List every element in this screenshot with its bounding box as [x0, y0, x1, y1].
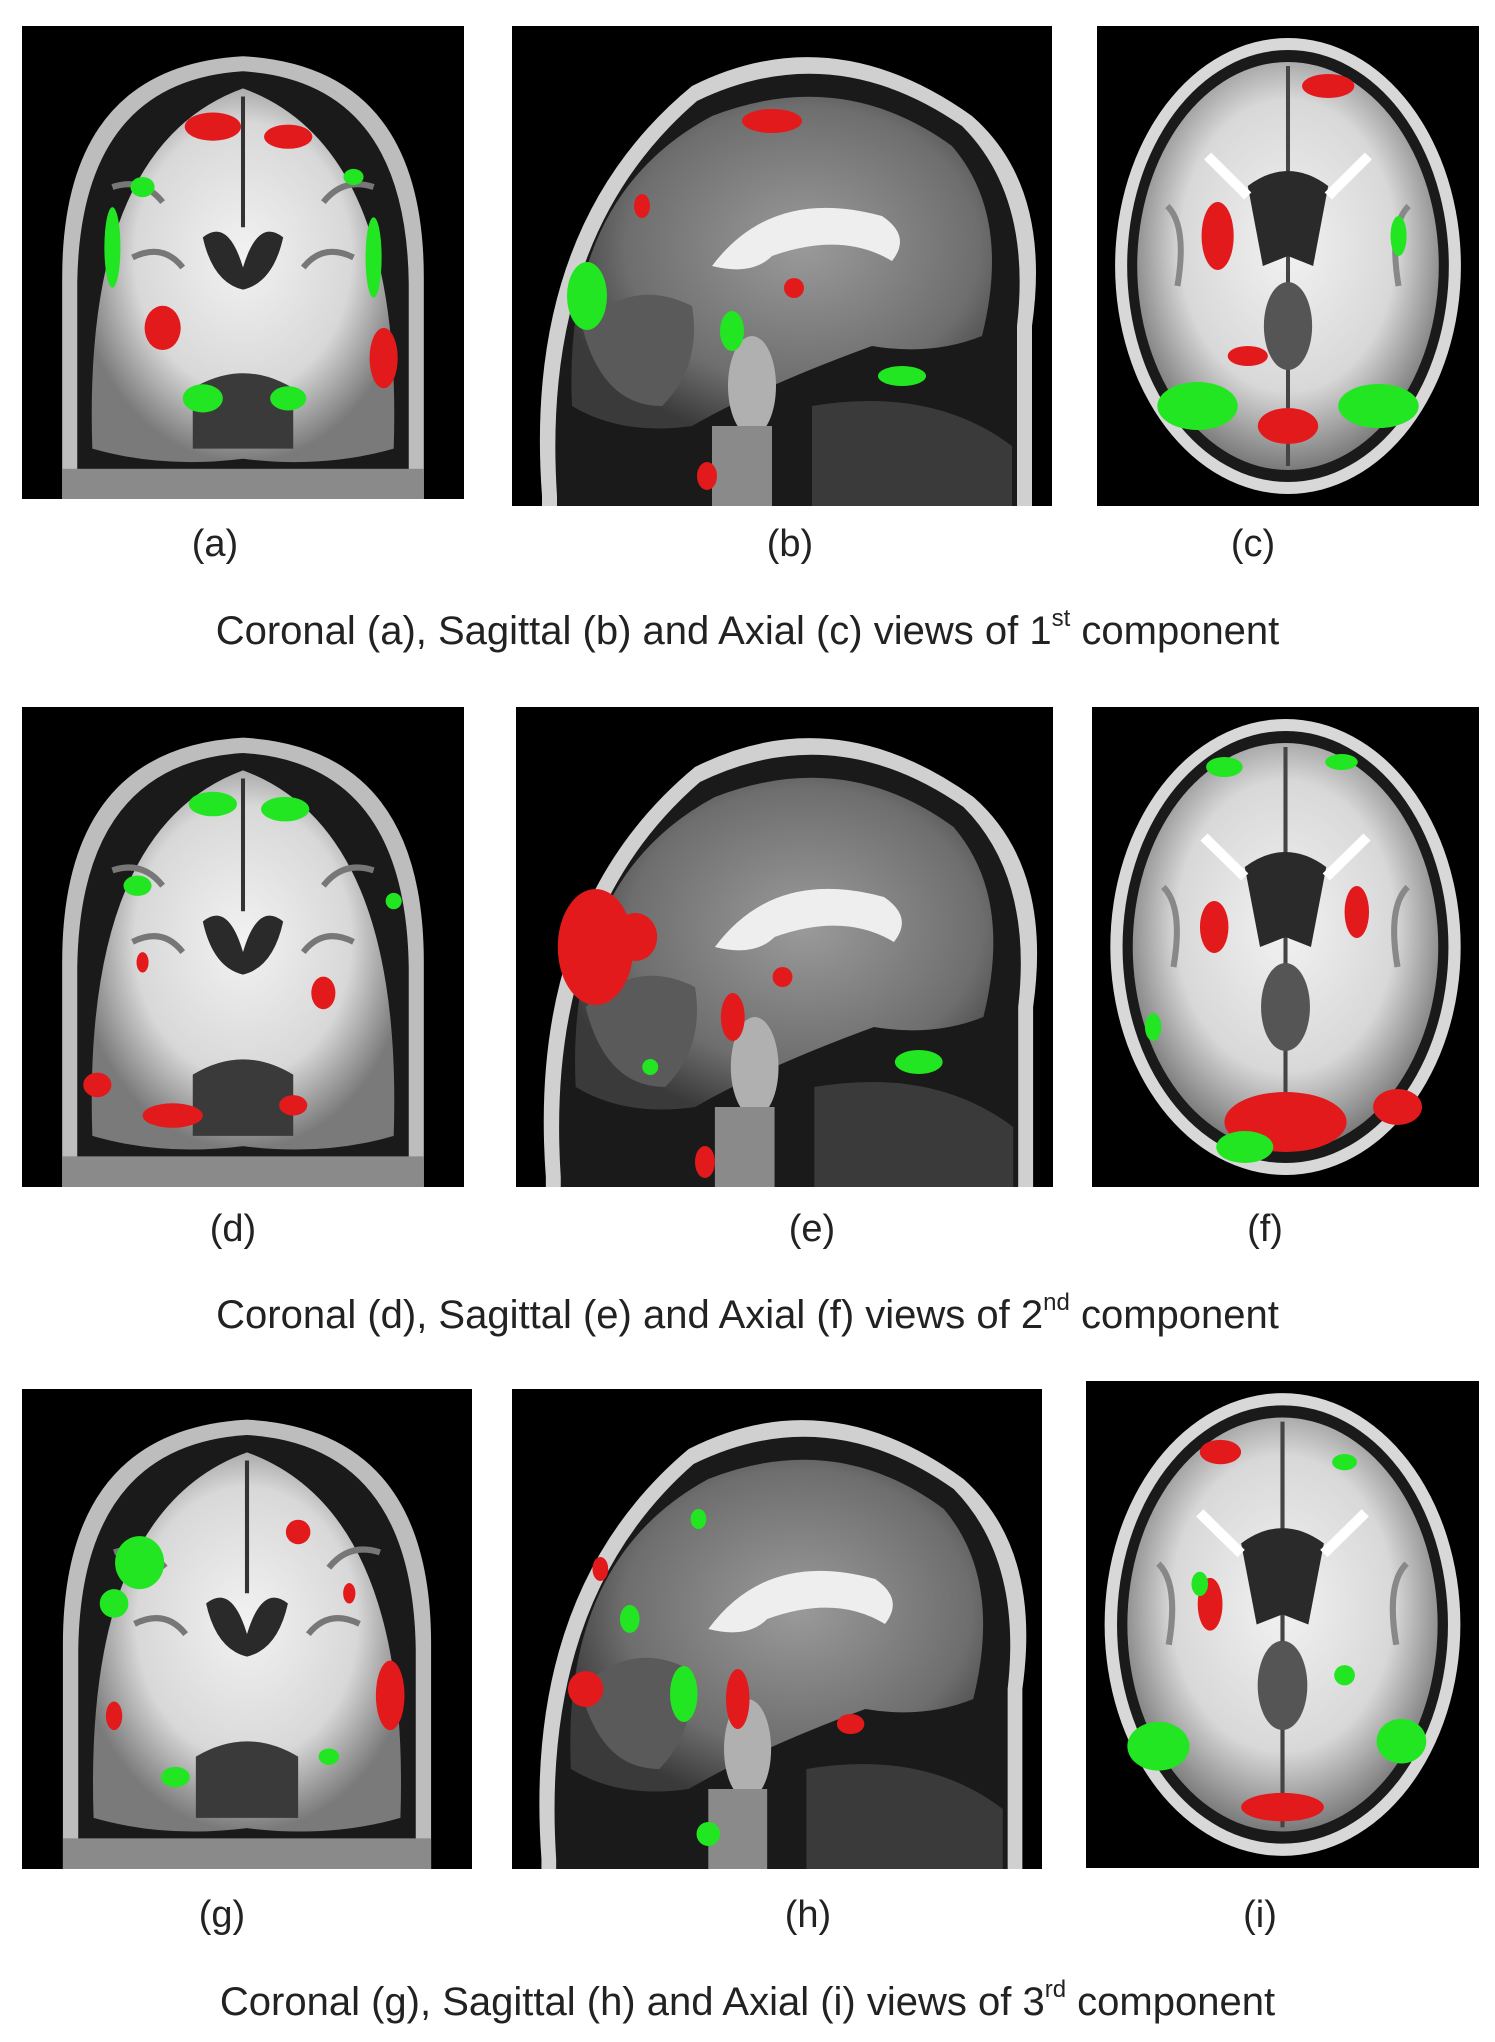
- subfigure-label-h: (h): [784, 1894, 832, 1936]
- activation-blobs: [1157, 74, 1419, 444]
- brain-panel-coronal-3: [22, 1389, 472, 1869]
- coronal-view-a: [22, 26, 464, 499]
- subfigure-label-i: (i): [1243, 1894, 1277, 1936]
- subfigure-label-c: (c): [1230, 523, 1276, 565]
- subfigure-label-g: (g): [198, 1894, 246, 1936]
- brain-panel-sagittal-3: [512, 1389, 1042, 1869]
- activation-blobs: [104, 112, 398, 413]
- activation-blobs: [1144, 754, 1422, 1163]
- activation-blobs: [99, 1519, 405, 1788]
- brain-panel-sagittal-1: [512, 26, 1052, 506]
- axial-view-f: [1092, 707, 1479, 1187]
- subfigure-label-a: (a): [191, 523, 239, 565]
- brain-panel-axial-3: [1086, 1381, 1479, 1868]
- activation-blobs: [83, 791, 402, 1128]
- subfigure-label-f: (f): [1247, 1208, 1283, 1250]
- coronal-view-d: [22, 707, 464, 1187]
- activation-blobs: [1127, 1439, 1427, 1822]
- subfigure-label-b: (b): [766, 523, 814, 565]
- brain-panel-axial-2: [1092, 707, 1479, 1187]
- row-caption-2: Coronal (d), Sagittal (e) and Axial (f) …: [216, 1289, 1279, 1338]
- brain-panel-axial-1: [1097, 26, 1479, 506]
- brain-panel-coronal-2: [22, 707, 464, 1187]
- axial-view-c: [1097, 26, 1479, 506]
- sagittal-view-b: [512, 26, 1052, 506]
- sagittal-view-e: [516, 707, 1053, 1187]
- coronal-view-g: [22, 1389, 472, 1869]
- subfigure-label-e: (e): [788, 1208, 836, 1250]
- axial-view-i: [1086, 1381, 1479, 1868]
- brain-panel-sagittal-2: [516, 707, 1053, 1187]
- subfigure-label-d: (d): [209, 1208, 257, 1250]
- activation-blobs: [557, 889, 943, 1178]
- brain-panel-coronal-1: [22, 26, 464, 499]
- row-caption-1: Coronal (a), Sagittal (b) and Axial (c) …: [215, 605, 1280, 654]
- sagittal-view-h: [512, 1389, 1042, 1869]
- activation-blobs: [567, 1509, 865, 1846]
- activation-blobs: [567, 109, 926, 490]
- row-caption-3: Coronal (g), Sagittal (h) and Axial (i) …: [219, 1976, 1276, 2025]
